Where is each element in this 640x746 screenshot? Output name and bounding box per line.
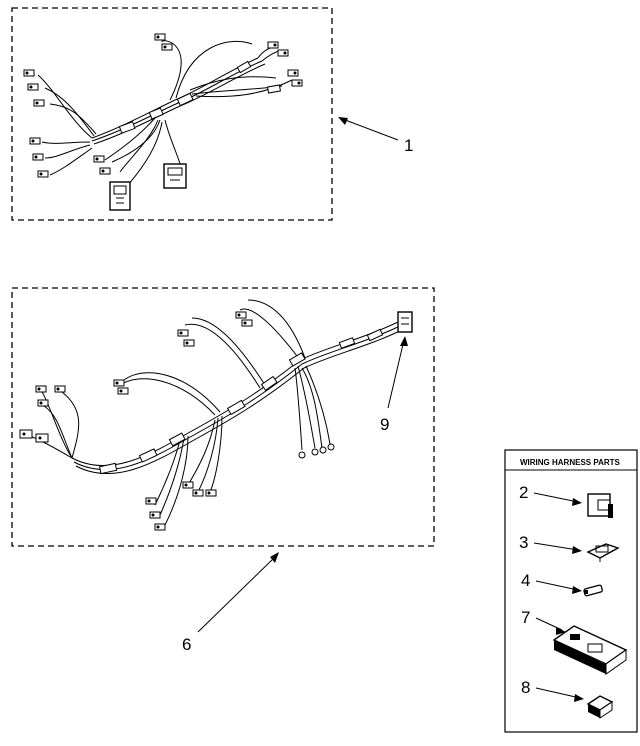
- terminal-icon: [192, 489, 204, 497]
- terminal-icon: [37, 170, 49, 178]
- terminal-icon: [33, 99, 45, 107]
- callout-6-leader: [197, 555, 277, 633]
- harness-1-connector-blocks: [109, 163, 187, 211]
- terminal-icon: [29, 137, 41, 145]
- terminal-icon: [267, 41, 279, 49]
- wiring-harness-parts-legend: WIRING HARNESS PARTS 2 3 4 7: [504, 449, 638, 733]
- terminal-icon: [37, 399, 49, 407]
- terminal-icon: [183, 339, 195, 347]
- harness-1-terminals: [23, 33, 303, 178]
- arrowhead-icon: [270, 552, 279, 563]
- legend-item-7-number: 7: [521, 608, 530, 627]
- connector-housing-icon: [587, 493, 613, 518]
- ring-terminal-icon: [298, 451, 306, 459]
- terminal-icon: [99, 167, 111, 175]
- callout-1-leader: [339, 117, 399, 141]
- connector-block-icon: [109, 181, 131, 211]
- terminal-icon: [145, 497, 157, 505]
- terminal-icon: [177, 329, 189, 337]
- legend-item-8-number: 8: [521, 678, 530, 697]
- terminal-icon: [117, 387, 129, 395]
- terminal-icon: [93, 155, 105, 163]
- legend-item-3-number: 3: [519, 533, 528, 552]
- ring-terminal-icon: [311, 448, 319, 456]
- arrowhead-icon: [338, 117, 348, 125]
- terminal-icon: [35, 385, 47, 393]
- legend-title: WIRING HARNESS PARTS: [520, 458, 621, 467]
- terminal-icon: [32, 153, 44, 161]
- terminal-block-icon: [552, 625, 628, 675]
- harness-1-group: 1: [11, 7, 413, 221]
- harness-6-group: 9 6: [11, 287, 435, 654]
- connector-block-icon: [163, 163, 187, 189]
- terminal-icon: [154, 523, 166, 531]
- fuse-link-icon: [583, 584, 603, 597]
- harness-6-boundary: [11, 287, 435, 547]
- terminal-icon: [235, 311, 247, 319]
- terminal-icon: [23, 69, 35, 77]
- terminal-icon: [291, 79, 303, 87]
- small-connector-icon: [586, 695, 614, 719]
- callout-1-label: 1: [404, 136, 413, 155]
- terminal-icon: [154, 33, 166, 41]
- terminal-icon: [161, 43, 173, 51]
- terminal-icon: [27, 83, 39, 91]
- ring-terminal-icon: [319, 446, 327, 454]
- harness-6-sleeves: [98, 328, 384, 475]
- legend-frame: [504, 449, 638, 733]
- callout-9-leader: [387, 339, 405, 409]
- terminal-icon: [287, 69, 299, 77]
- terminal-icon: [54, 385, 66, 393]
- callout-9-label: 9: [380, 415, 389, 434]
- terminal-icon: [182, 481, 194, 489]
- harness-6-terminals: [19, 311, 335, 531]
- harness-6-end-connector: [397, 311, 413, 333]
- harness-1-sleeves: [118, 60, 282, 134]
- connector-clip-icon: [586, 543, 620, 562]
- legend-item-4-number: 4: [521, 571, 530, 590]
- callout-6-label: 6: [182, 635, 191, 654]
- terminal-icon: [113, 379, 125, 387]
- harness-1-wires: [37, 40, 293, 186]
- ring-terminal-icon: [327, 443, 335, 451]
- terminal-icon: [277, 49, 289, 57]
- terminal-icon: [205, 489, 217, 497]
- terminal-icon: [19, 429, 33, 439]
- harness-1-boundary: [11, 7, 333, 221]
- terminal-icon: [35, 433, 49, 443]
- terminal-icon: [149, 511, 161, 519]
- terminal-icon: [241, 319, 253, 327]
- legend-item-2-number: 2: [519, 483, 528, 502]
- arrowhead-icon: [400, 336, 408, 346]
